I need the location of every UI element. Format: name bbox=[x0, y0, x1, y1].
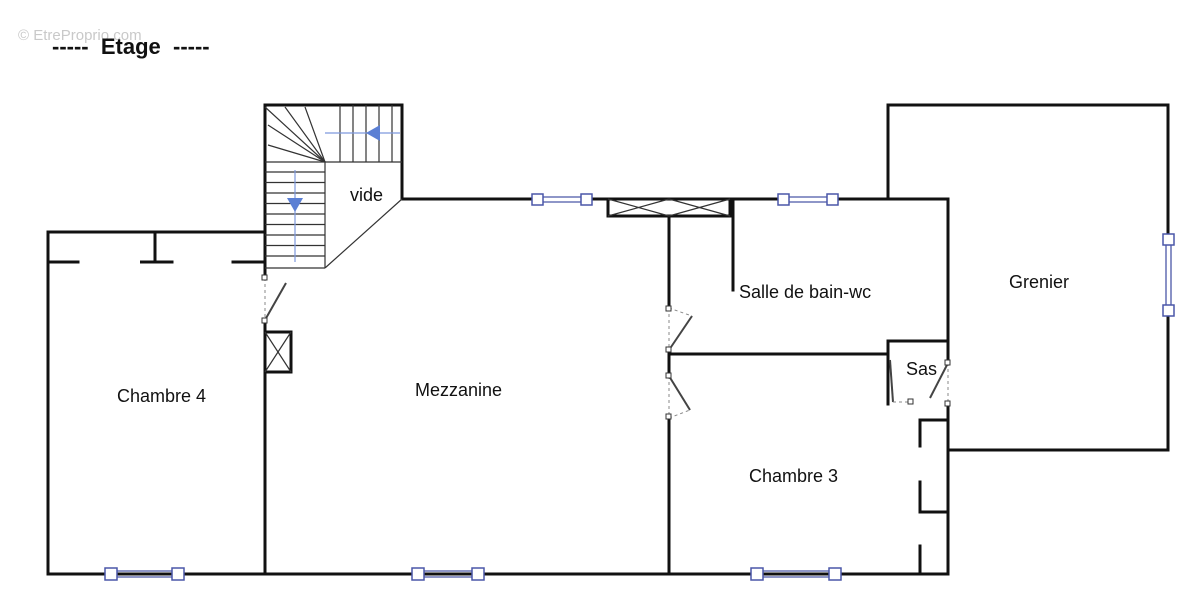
closet-hatch bbox=[607, 198, 731, 217]
door-chambre3 bbox=[665, 372, 691, 420]
windows bbox=[104, 193, 1175, 581]
door-bathroom bbox=[665, 305, 693, 353]
walls bbox=[46, 103, 1170, 576]
window-bottom-mezzanine bbox=[411, 567, 485, 581]
room-label-mezzanine: Mezzanine bbox=[415, 380, 502, 400]
room-label-grenier: Grenier bbox=[1009, 272, 1069, 292]
room-label-salle-de-bain: Salle de bain-wc bbox=[739, 282, 871, 302]
door-sas-left bbox=[889, 359, 914, 405]
door-sas-right bbox=[929, 359, 951, 407]
window-top-bathroom bbox=[777, 193, 839, 206]
window-bottom-chambre4 bbox=[104, 567, 185, 581]
door-chambre4 bbox=[261, 274, 287, 324]
window-bottom-chambre3 bbox=[750, 567, 842, 581]
window-grenier bbox=[1162, 233, 1175, 317]
plan-title: ----- Etage ----- bbox=[52, 34, 210, 59]
room-label-sas: Sas bbox=[906, 359, 937, 379]
stair-arrow-left-icon bbox=[366, 125, 380, 141]
room-label-vide: vide bbox=[350, 185, 383, 205]
window-top-mezzanine bbox=[531, 193, 593, 206]
watermark: © EtreProprio.com bbox=[18, 27, 142, 44]
chimney-duct bbox=[264, 331, 292, 373]
room-label-chambre3: Chambre 3 bbox=[749, 466, 838, 486]
doors bbox=[261, 274, 951, 420]
staircase bbox=[264, 105, 403, 269]
stair-arrow-down-icon bbox=[287, 198, 303, 212]
room-label-chambre4: Chambre 4 bbox=[117, 386, 206, 406]
